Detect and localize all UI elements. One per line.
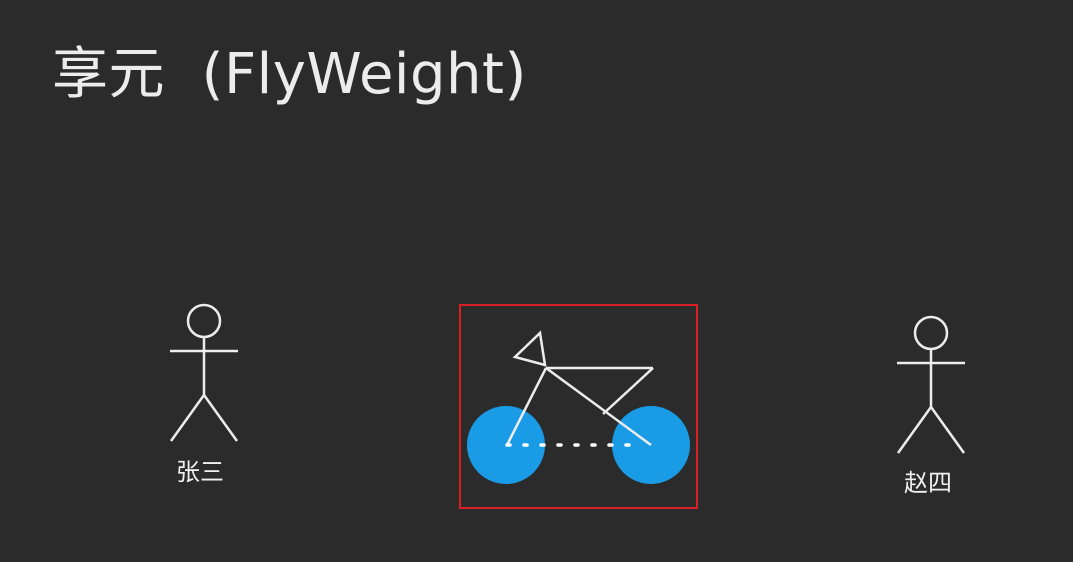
person-label-zhao: 赵四: [904, 469, 952, 497]
slide-title: 享元 (FlyWeight): [52, 42, 527, 107]
person-icon-zhang: [169, 303, 239, 442]
bicycle-icon: [467, 330, 690, 484]
person-icon-zhao: [896, 315, 966, 454]
person-label-zhang: 张三: [176, 458, 224, 486]
shared-bicycle-highlight: [459, 304, 698, 509]
